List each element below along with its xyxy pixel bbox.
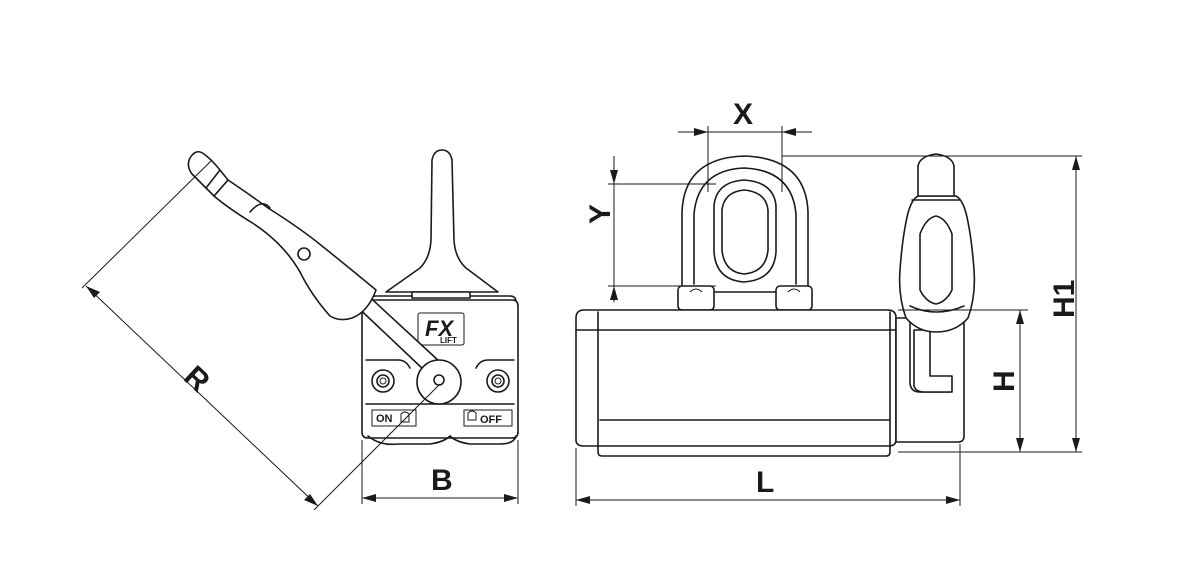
body-band (365, 359, 515, 369)
dim-l: L (575, 444, 961, 506)
dim-b: B (361, 440, 519, 504)
svg-text:H: H (988, 370, 1021, 392)
svg-text:R: R (177, 360, 216, 399)
svg-text:Y: Y (584, 204, 617, 224)
rotated-handle (187, 150, 441, 371)
front-handle-arm (913, 329, 953, 393)
handle-grip (213, 179, 377, 321)
eye-nut-left (677, 285, 715, 311)
dim-h1: H1 (782, 155, 1082, 453)
svg-text:LIFT: LIFT (440, 336, 457, 345)
handle-end-cap (187, 150, 229, 197)
top-ledge (411, 291, 471, 299)
front-handle (898, 153, 976, 393)
svg-text:X: X (733, 98, 753, 131)
fx-lift-logo: FX LIFT (417, 312, 465, 346)
svg-text:ON: ON (376, 413, 393, 425)
front-handle-grip (898, 195, 976, 333)
front-handle-cap (917, 153, 955, 197)
front-body (575, 309, 965, 457)
front-view (575, 153, 976, 457)
screw-right (486, 369, 510, 393)
off-label: OFF (463, 409, 513, 427)
eye-nut-right (775, 285, 813, 311)
svg-text:H1: H1 (1048, 280, 1081, 318)
dim-y: Y (584, 156, 716, 302)
lifting-fin (385, 149, 499, 293)
svg-text:B: B (431, 464, 453, 497)
on-label: ON (371, 409, 417, 427)
lifting-eye (677, 155, 813, 311)
screw-left (371, 369, 395, 393)
side-view: FX LIFT ON OFF (187, 149, 519, 446)
dim-x: X (678, 98, 812, 192)
svg-text:OFF: OFF (480, 414, 502, 426)
pivot-hub (416, 359, 462, 405)
svg-text:L: L (756, 466, 774, 499)
svg-text:FX: FX (425, 316, 454, 341)
grip-rivet (297, 247, 311, 261)
pole-shoes (367, 435, 517, 446)
